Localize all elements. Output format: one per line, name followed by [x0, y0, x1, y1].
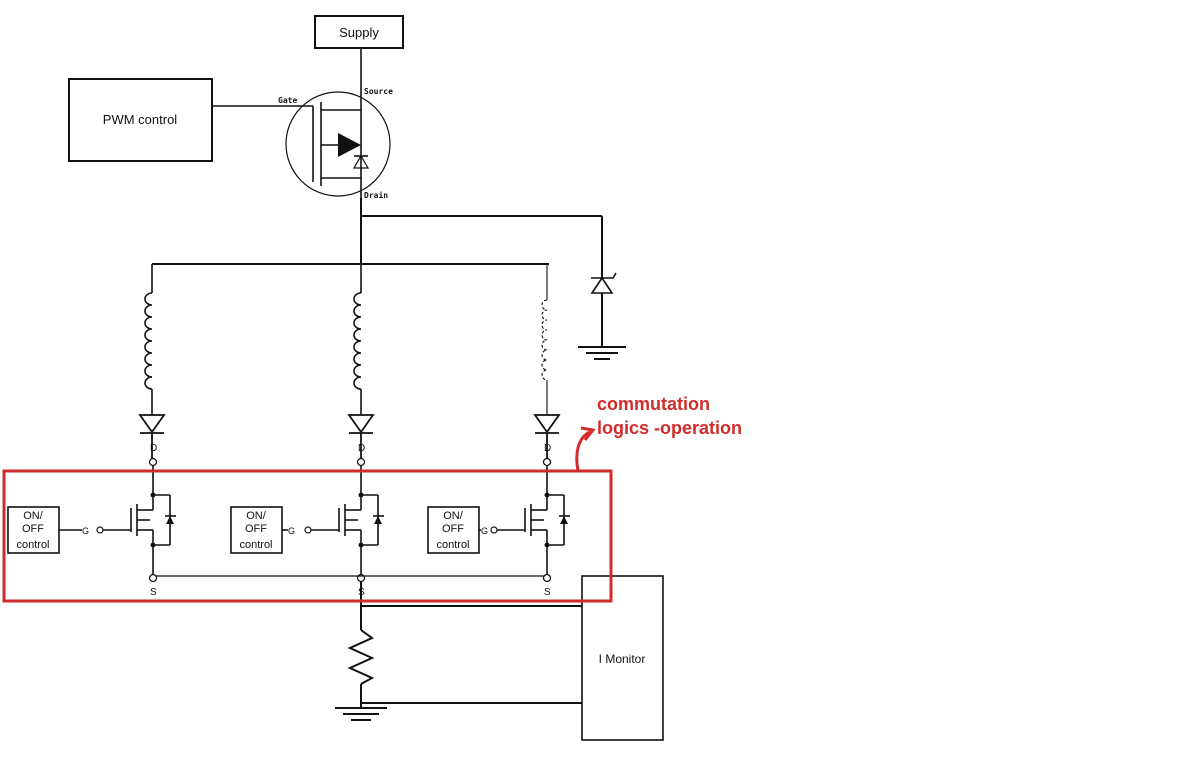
annotation-line-1: commutation: [597, 394, 710, 414]
onoff-2-line2: OFF: [245, 523, 267, 535]
switch-3-junction: [544, 542, 550, 548]
supply-label: Supply: [339, 25, 379, 40]
onoff-3-line2: OFF: [442, 523, 464, 535]
onoff-1-line2: OFF: [22, 523, 44, 535]
switch-mosfet-1: [59, 466, 176, 583]
supply-block: Supply: [314, 15, 404, 49]
onoff-2-line1: ON/: [246, 510, 267, 522]
freewheel-diode-branch: [360, 198, 626, 360]
switch-1-source-label: S: [150, 587, 157, 598]
annotation-line-2: logics -operation: [597, 418, 742, 438]
commutation-highlight-box: [2, 469, 613, 603]
switch-1-diode-icon: [166, 516, 174, 524]
phase-3-coil: [541, 264, 548, 415]
phase-2-coil: [353, 264, 362, 415]
onoff-3-line1: ON/: [443, 510, 464, 522]
switch-1-junction: [150, 542, 156, 548]
pwm-control-label: PWM control: [103, 112, 178, 127]
annotation-arrow: [575, 430, 591, 472]
switch-2-junction: [358, 542, 364, 548]
i-monitor-block: I Monitor: [581, 575, 664, 741]
gate-pin-label: Gate: [278, 96, 297, 105]
source-pin-label: Source: [364, 87, 393, 96]
phase-2-diode: [347, 414, 375, 467]
switch-2-gate-label: G: [288, 526, 295, 536]
annotation-arrow-head-icon: [580, 426, 596, 441]
switch-mosfet-3: [479, 466, 570, 583]
phase-1-diode: [138, 414, 166, 467]
shunt-resistor: [335, 582, 582, 721]
onoff-control-3: ON/ OFF control: [427, 506, 480, 554]
i-monitor-label: I Monitor: [599, 652, 646, 666]
switch-3-junction: [544, 492, 550, 498]
onoff-control-2: ON/ OFF control: [230, 506, 283, 554]
phase-1-drain-label: D: [150, 443, 157, 454]
switch-1-gate-label: G: [82, 526, 89, 536]
switch-3-source-label: S: [544, 587, 551, 598]
pwm-control-block: PWM control: [68, 78, 213, 162]
switch-2-junction: [358, 492, 364, 498]
onoff-2-line3: control: [239, 539, 272, 551]
phase-2-drain-label: D: [358, 443, 365, 454]
onoff-control-1: ON/ OFF control: [7, 506, 60, 554]
mosfet-arrow-icon: [338, 133, 361, 157]
switch-3-diode-icon: [560, 516, 568, 524]
switch-1-junction: [150, 492, 156, 498]
phase-3-drain-label: D: [544, 443, 551, 454]
onoff-3-line3: control: [436, 539, 469, 551]
switch-3-gate-label: G: [481, 526, 488, 536]
onoff-1-line3: control: [16, 539, 49, 551]
switch-mosfet-2: [282, 466, 384, 583]
main-mosfet: Gate Source Drain: [212, 48, 393, 200]
onoff-1-line1: ON/: [23, 510, 44, 522]
drain-pin-label: Drain: [364, 190, 388, 200]
phase-3-diode: [533, 414, 561, 467]
switch-2-diode-icon: [374, 516, 382, 524]
phase-1-coil: [144, 264, 153, 415]
